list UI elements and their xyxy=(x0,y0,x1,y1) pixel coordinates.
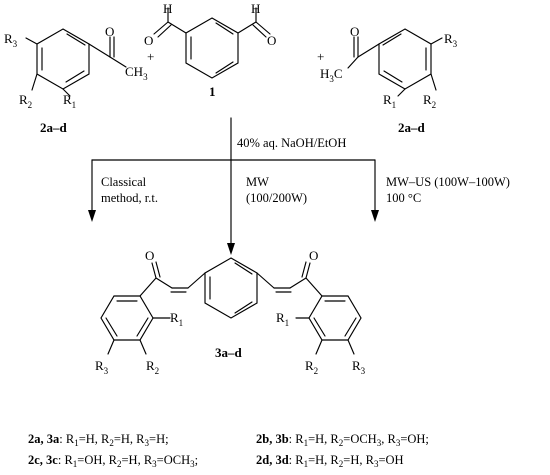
condition-classical-2: method, r.t. xyxy=(101,191,158,205)
product-r3-left: R3 xyxy=(95,358,109,376)
aldehyde-h-right: H xyxy=(251,1,260,16)
condition-classical-1: Classical xyxy=(101,175,147,189)
legend-2c-3c: 2c, 3c: R1=OH, R2=H, R3=OCH3; xyxy=(28,453,198,469)
product-o-left: O xyxy=(145,248,154,263)
aldehyde-h-left: H xyxy=(163,1,172,16)
r1-label-right: R1 xyxy=(383,92,396,110)
product-label: 3a–d xyxy=(215,345,243,360)
plus-sign-left: + xyxy=(147,49,154,64)
condition-mw-2: (100/200W) xyxy=(246,191,307,205)
condition-mwus-1: MW–US (100W–100W) xyxy=(386,175,510,189)
product-r2-left: R2 xyxy=(146,358,159,376)
reagent-center-label: 1 xyxy=(209,84,216,99)
plus-sign-right: + xyxy=(317,49,324,64)
legend-2b-3b: 2b, 3b: R1=H, R2=OCH3, R3=OH; xyxy=(256,432,429,448)
legend-2a-3a: 2a, 3a: R1=H, R2=H, R3=H; xyxy=(28,432,169,448)
arrow-head-right xyxy=(371,210,379,222)
product-bis-chalcone: O O R1 R2 R3 R1 R2 R3 3a–d xyxy=(95,248,366,376)
product-r1-right: R1 xyxy=(276,310,289,328)
atom-h3c: H3C xyxy=(320,66,343,84)
arrow-head-center xyxy=(227,243,235,255)
condition-main: 40% aq. NaOH/EtOH xyxy=(237,136,346,150)
product-o-right: O xyxy=(309,248,318,263)
r3-label: R3 xyxy=(4,31,18,49)
atom-ch3: CH3 xyxy=(125,64,148,82)
product-r2-right: R2 xyxy=(305,358,318,376)
r2-label: R2 xyxy=(19,92,32,110)
atom-o-right: O xyxy=(350,24,359,39)
reagent-terephthalaldehyde: H O H O 1 xyxy=(144,1,276,99)
aldehyde-o-left: O xyxy=(144,33,153,48)
product-r1-left: R1 xyxy=(170,310,183,328)
r1-label: R1 xyxy=(63,92,76,110)
atom-o: O xyxy=(105,24,114,39)
aldehyde-o-right: O xyxy=(267,33,276,48)
r2-label-right: R2 xyxy=(423,92,436,110)
condition-mw-1: MW xyxy=(246,175,269,189)
legend-2d-3d: 2d, 3d: R1=H, R2=H, R3=OH xyxy=(256,453,404,469)
reagent-acetophenone-right: O H3C R3 R1 R2 2a–d xyxy=(320,24,458,135)
reagent-acetophenone-left: O CH3 R3 R2 R1 2a–d xyxy=(4,24,148,135)
substituent-legend: 2a, 3a: R1=H, R2=H, R3=H; 2b, 3b: R1=H, … xyxy=(28,432,429,469)
r3-label-right: R3 xyxy=(444,31,458,49)
arrow-head-left xyxy=(88,210,96,222)
reagent-right-label: 2a–d xyxy=(398,120,426,135)
reaction-arrows xyxy=(88,117,379,255)
reagent-left-label: 2a–d xyxy=(40,120,68,135)
product-r3-right: R3 xyxy=(352,358,366,376)
condition-mwus-2: 100 °C xyxy=(386,191,421,205)
